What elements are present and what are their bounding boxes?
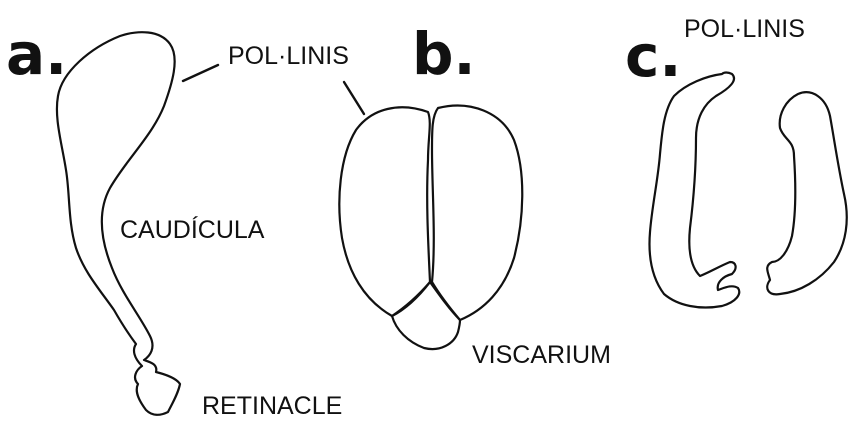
panel-c-letter: c. [625, 22, 681, 90]
left-crescent-pollinium-outline [650, 73, 740, 308]
caudicle-label: CAUDÍCULA [120, 215, 265, 244]
pollinium-label-c: POL·LINIS [684, 15, 805, 43]
retinacle-label: RETINACLE [202, 392, 342, 420]
left-pollinium-outline [339, 107, 430, 316]
right-pollinium-outline [432, 106, 522, 320]
panel-b-letter: b. [412, 20, 476, 88]
viscarium-outline [392, 282, 460, 349]
panel-b: b. VISCARIUM [339, 20, 611, 369]
pollinium-leader-a [183, 65, 218, 81]
panel-a-letter: a. [6, 20, 67, 88]
panel-a: a. CAUDÍCULA RETINACLE POL·LINIS [6, 20, 349, 420]
pollinium-leader-b [344, 82, 364, 114]
right-crescent-pollinium-outline [767, 92, 847, 294]
viscarium-label: VISCARIUM [472, 341, 611, 369]
panel-c: c. POL·LINIS [625, 15, 847, 308]
pollinium-label-a: POL·LINIS [228, 42, 349, 70]
